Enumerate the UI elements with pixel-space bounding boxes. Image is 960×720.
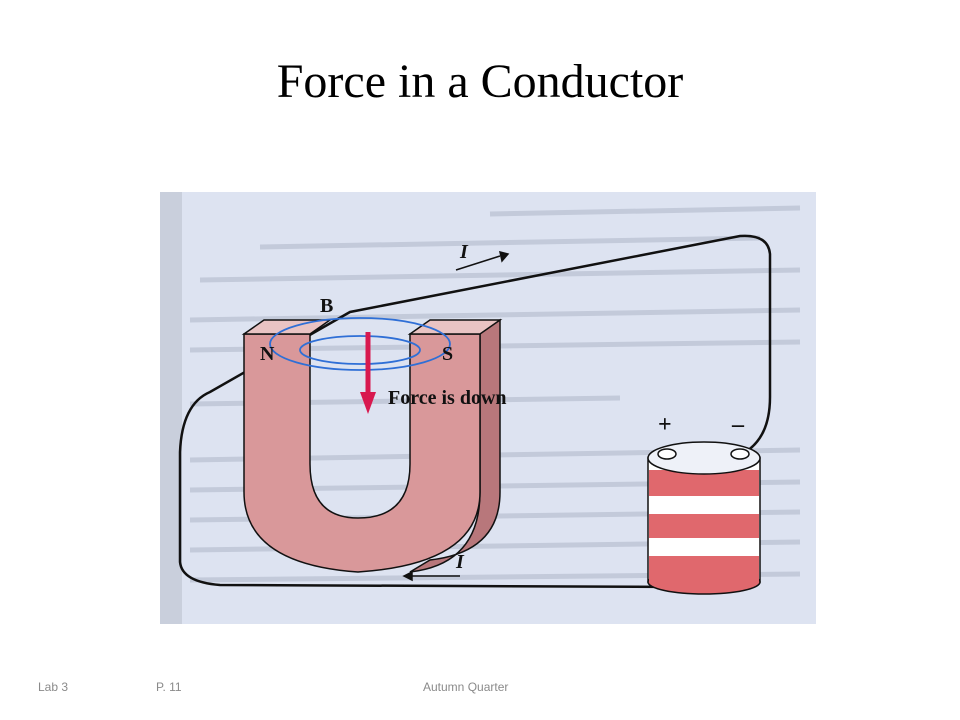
battery-terminal-plus [657,448,677,460]
magnet-force-figure: I I B N S Force is down + – [160,192,816,624]
battery-stripe-3 [649,556,759,582]
label-current-bottom: I [455,551,465,573]
label-plus: + [658,412,672,438]
battery-stripe-2 [649,514,759,538]
magnet-side-right [409,318,501,573]
u-magnet [241,318,503,573]
force-arrow [360,332,376,414]
label-field: B [320,295,333,317]
magnet-body [243,333,481,573]
current-arrow-top [455,250,510,271]
label-north: N [260,343,275,365]
battery-top [647,441,761,475]
current-arrow-bottom [402,570,460,582]
label-minus: – [731,412,745,438]
figure-left-shadow [160,192,182,624]
footer-quarter: Autumn Quarter [423,680,509,694]
battery-terminal-minus [730,448,750,460]
footer-page-number: P. 11 [156,680,182,694]
field-line-inner [299,335,421,365]
footer-lab: Lab 3 [38,680,69,694]
slide-title: Force in a Conductor [276,55,684,108]
battery [647,441,761,595]
field-lines [269,317,451,371]
label-south: S [442,343,453,365]
label-force: Force is down [388,387,507,409]
label-current-top: I [459,241,469,263]
field-line-outer [269,317,451,371]
